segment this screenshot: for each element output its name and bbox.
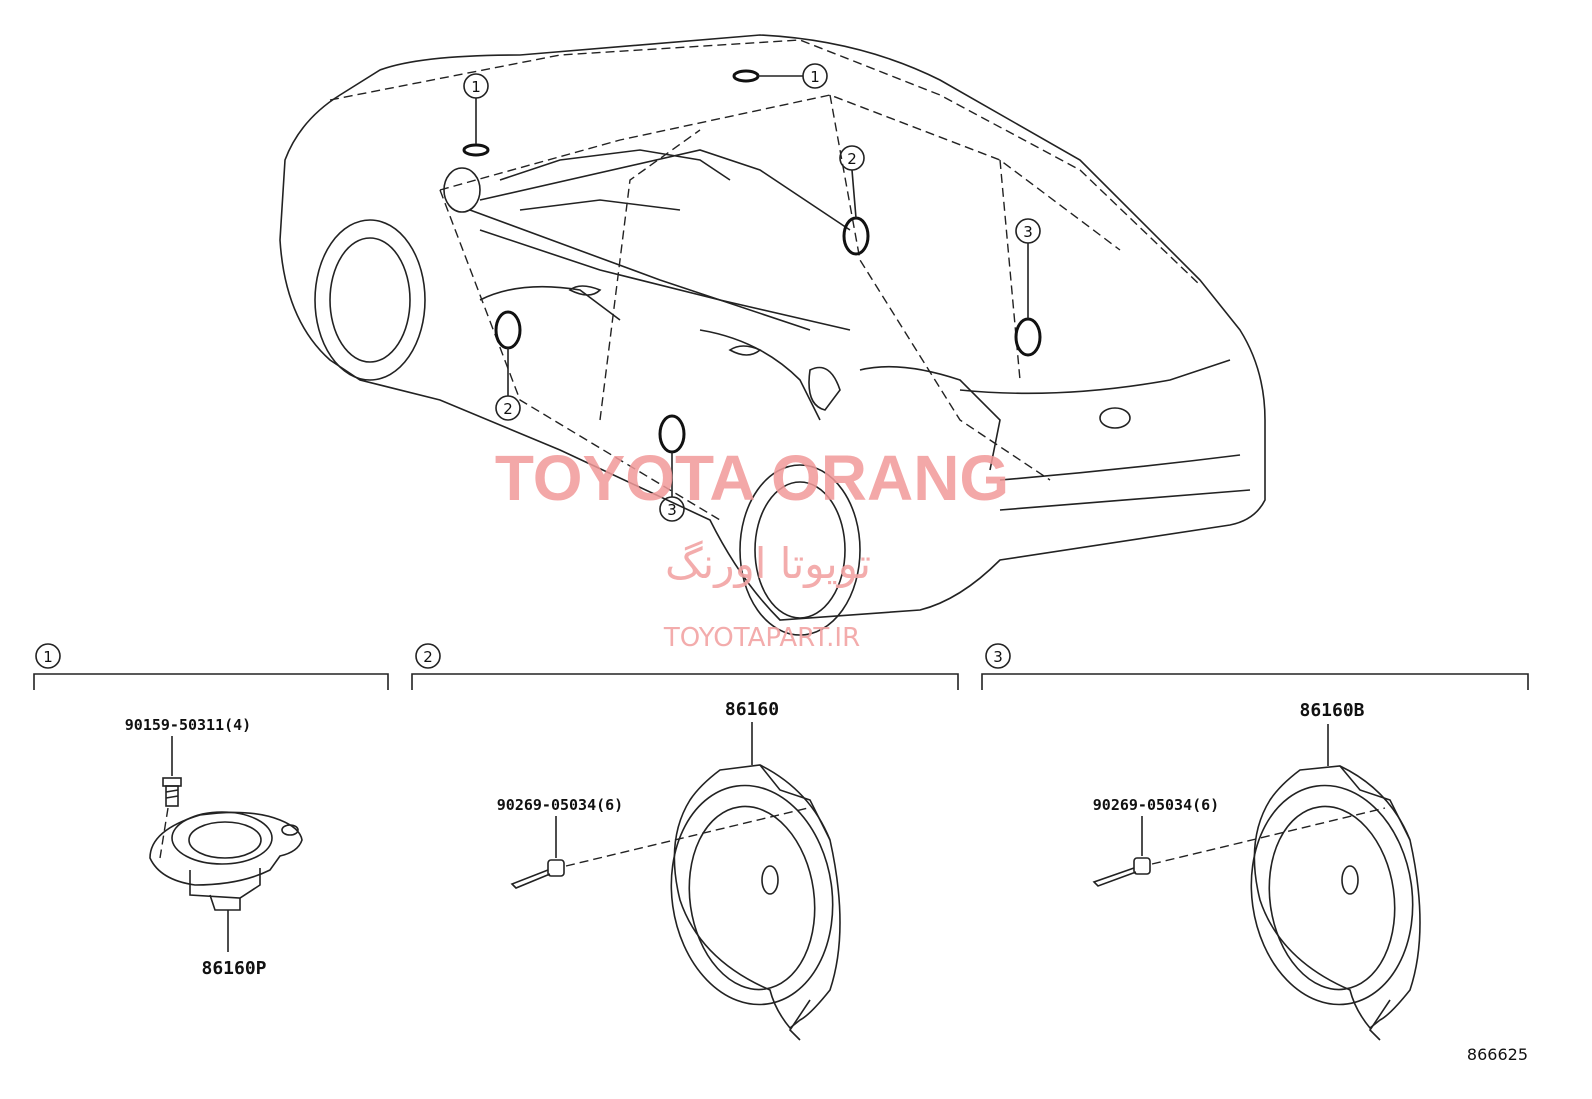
section-3-badge	[985, 643, 1011, 669]
tweeter-icon	[149, 811, 303, 911]
car-illustration	[279, 34, 1266, 636]
watermark: TOYOTA ORANG تویوتا اورنگ TOYOTAPART.IR	[495, 442, 1009, 653]
speaker-locations	[462, 69, 1042, 454]
callout-3b-label: 3	[667, 501, 677, 519]
screw-part-number: 90159-50311(4)	[125, 716, 251, 734]
watermark-site: TOYOTAPART.IR	[663, 623, 860, 653]
callout-3a-label: 3	[1023, 223, 1033, 241]
watermark-brand: TOYOTA ORANG	[495, 442, 1009, 514]
rear-door-speaker-location-right	[1014, 317, 1042, 357]
callout-2b	[495, 395, 521, 421]
diagram-number: 866625	[1467, 1045, 1528, 1064]
tweeter-location-left	[462, 143, 490, 157]
callouts: 1 1 2 2 3 3	[463, 63, 1041, 522]
callout-1b-label: 1	[810, 68, 820, 86]
speaker-icon-front	[670, 764, 841, 1041]
section-3-index: 3	[993, 648, 1003, 666]
front-speaker-part-number: 86160	[725, 699, 779, 720]
tweeter-assembly: 90159-50311(4) 86160P	[125, 716, 303, 979]
callout-3b	[659, 496, 685, 522]
section-2-index: 2	[423, 648, 433, 666]
section-2: 2	[411, 643, 959, 690]
callout-1b	[802, 63, 828, 89]
speaker-icon-rear	[1250, 765, 1421, 1041]
front-door-speaker-location-left	[494, 310, 522, 350]
section-1: 1	[33, 643, 389, 690]
tweeter-part-number: 86160P	[201, 958, 266, 979]
watermark-brand-fa: تویوتا اورنگ	[665, 539, 871, 588]
rivet-icon-front	[510, 859, 565, 889]
callout-1a-label: 1	[471, 78, 481, 96]
rivet-icon-rear	[1092, 857, 1151, 887]
front-rivet-part-number: 90269-05034(6)	[497, 796, 623, 814]
front-speaker-assembly: 86160 90269-05034(6)	[497, 699, 841, 1041]
callout-1a	[463, 73, 489, 99]
section-1-index: 1	[43, 648, 53, 666]
rear-rivet-part-number: 90269-05034(6)	[1093, 796, 1219, 814]
screw-icon	[162, 777, 182, 807]
rear-speaker-assembly: 86160B 90269-05034(6)	[1092, 700, 1421, 1041]
section-1-badge	[35, 643, 61, 669]
callout-2a-label: 2	[847, 150, 857, 168]
callout-2a	[839, 145, 865, 171]
tweeter-location-right	[732, 69, 760, 83]
section-3: 3	[981, 643, 1529, 690]
section-2-badge	[415, 643, 441, 669]
callout-2b-label: 2	[503, 400, 513, 418]
rear-speaker-part-number: 86160B	[1299, 700, 1364, 721]
callout-3a	[1015, 218, 1041, 244]
